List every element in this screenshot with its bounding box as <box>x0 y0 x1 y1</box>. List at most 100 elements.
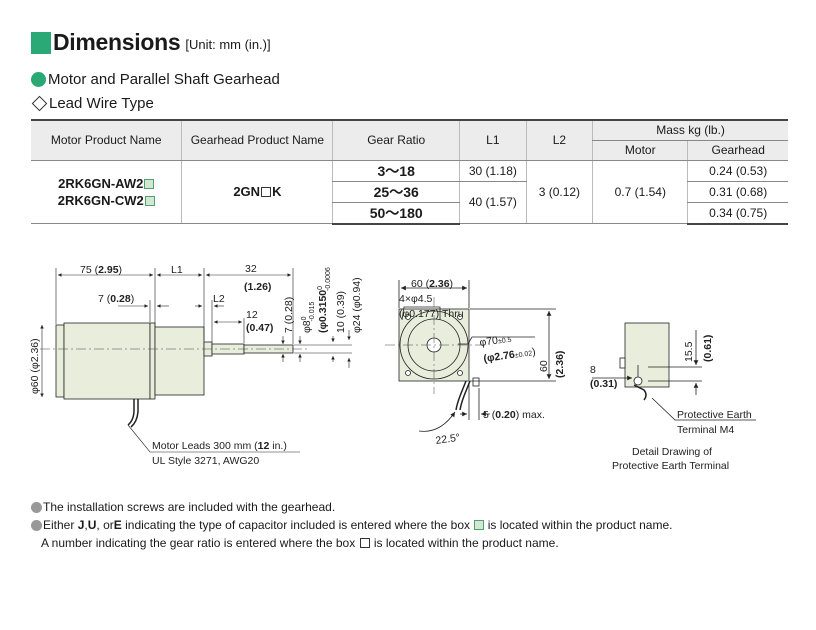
dim-60-top-close: ) <box>450 278 454 290</box>
gearhead-mass-cell: 0.31 (0.68) <box>687 181 788 203</box>
note-text: The installation screws are included wit… <box>43 500 336 514</box>
svg-text:(φ2.76±0.02): (φ2.76±0.02) <box>483 346 537 365</box>
capacitor-box-icon <box>474 520 485 530</box>
header-l1: L1 <box>459 119 527 161</box>
bullet-dot-icon <box>31 519 42 531</box>
note-item: A number indicating the gear ratio is en… <box>31 534 672 552</box>
section-heading-text: Motor and Parallel Shaft Gearhead <box>48 71 280 88</box>
dim-phi3150-tol0: 0 <box>317 286 324 290</box>
gear-ratio-cell: 25～36 <box>332 181 460 203</box>
motor-leads-b: 12 <box>258 440 270 452</box>
note-text-a: Either <box>43 518 75 532</box>
l1-cell: 40 (1.57) <box>459 181 527 224</box>
dim-phi276: (φ2.76 <box>483 349 516 365</box>
motor-product-cell: 2RK6GN-AW2 2RK6GN-CW2 <box>31 160 182 224</box>
dim-12: 12 <box>246 309 258 321</box>
detail-caption-2: Protective Earth Terminal <box>612 460 729 472</box>
note-code-e: E <box>113 518 122 532</box>
motor-name: 2RK6GN-AW2 <box>58 175 144 191</box>
dim-32: 32 <box>245 263 257 275</box>
motor-mass-cell: 0.7 (1.54) <box>592 160 688 224</box>
dim-7-vertical: 7 (0.28) <box>283 297 295 333</box>
dimension-drawing: 75 (2.95) L1 32 (1.26) 7 (0.28) L2 12 (0… <box>29 263 756 472</box>
dim-l2: L2 <box>213 293 225 305</box>
note-item: Either J, U, or E indicating the type of… <box>31 516 672 534</box>
l1-cell: 30 (1.18) <box>459 160 527 182</box>
note-text-a: A number indicating the gear ratio is en… <box>41 536 356 550</box>
note-text-c: is located within the product name. <box>487 518 673 532</box>
diamond-icon <box>31 95 48 112</box>
l2-cell: 3 (0.12) <box>525 160 593 224</box>
capacitor-box-icon <box>144 178 155 189</box>
dim-60-top: 60 ( <box>411 278 430 290</box>
spec-table: Motor Product Name Gearhead Product Name… <box>31 119 788 225</box>
dim-75: 75 ( <box>80 264 99 276</box>
bullet-dot-icon <box>31 501 42 513</box>
dim-75-in: 2.95 <box>98 264 119 276</box>
motor-name-row: 2RK6GN-AW2 <box>31 175 181 192</box>
dim-15-5: 15.5 <box>683 341 695 362</box>
gearhead-product-cell: 2GN K <box>181 160 333 224</box>
gearhead-name-prefix: 2GN <box>233 184 261 200</box>
dim-7-in: 0.28 <box>110 293 131 305</box>
dim-8: 8 <box>590 364 596 376</box>
page-title-row: Dimensions [Unit: mm (in.)] <box>31 28 271 54</box>
motor-leads-2: in.) <box>269 440 287 452</box>
gear-ratio-cell: 3～18 <box>332 160 460 182</box>
dim-phi60: φ60 (φ2.36) <box>29 338 41 394</box>
section-heading: Motor and Parallel Shaft Gearhead <box>31 71 280 88</box>
svg-text:φ70±0.5: φ70±0.5 <box>479 333 513 349</box>
header-mass: Mass kg (lb.) <box>592 119 788 141</box>
svg-text:7 (0.28): 7 (0.28) <box>98 293 134 305</box>
header-l2: L2 <box>525 119 593 161</box>
page-title: Dimensions <box>53 29 181 55</box>
dim-60-right-in: (2.36) <box>554 351 566 378</box>
dim-l1: L1 <box>171 264 183 276</box>
svg-text:Motor Leads 300 mm (12 in.): Motor Leads 300 mm (12 in.) <box>152 440 287 452</box>
motor-name: 2RK6GN-CW2 <box>57 192 144 208</box>
svg-text:75 (2.95): 75 (2.95) <box>80 264 122 276</box>
pe-label-2: Terminal M4 <box>677 424 734 436</box>
bullet-circle-icon <box>31 72 46 87</box>
dim-phi3150: (φ0.3150 <box>317 290 329 333</box>
title-marker-icon <box>31 32 51 54</box>
section-subheading-text: Lead Wire Type <box>49 95 154 112</box>
note-code-j: J <box>77 518 85 532</box>
svg-text:(φ0.31500-0.0006: (φ0.31500-0.0006 <box>317 267 332 333</box>
dim-phi70-tol: ±0.5 <box>498 337 513 346</box>
note-text-b: is located within the product name. <box>373 536 559 550</box>
dim-phi8: φ8 <box>301 320 313 333</box>
header-gear-ratio: Gear Ratio <box>332 119 460 161</box>
dim-phi3150-tol: -0.0006 <box>325 267 332 291</box>
motor-name-row: 2RK6GN-CW2 <box>31 192 181 209</box>
capacitor-box-icon <box>144 195 155 206</box>
pe-label-1: Protective Earth <box>677 409 752 421</box>
header-gearhead-product: Gearhead Product Name <box>181 119 333 161</box>
svg-text:φ80-0.015: φ80-0.015 <box>301 301 316 333</box>
dim-5-in: 0.20 <box>495 409 516 421</box>
dim-7: 7 ( <box>98 293 111 305</box>
header-mass-gearhead: Gearhead <box>687 140 788 161</box>
dim-15-5-in: (0.61) <box>702 335 714 362</box>
detail-caption-1: Detail Drawing of <box>632 446 712 458</box>
dim-7-close: ) <box>131 293 135 305</box>
dim-angle: 22.5° <box>435 432 461 447</box>
ratio-box-icon <box>261 187 272 198</box>
note-sep: , <box>84 518 88 532</box>
gear-ratio-cell: 50～180 <box>332 202 460 225</box>
dim-12-in: (0.47) <box>246 322 273 334</box>
notes: The installation screws are included wit… <box>31 498 672 552</box>
motor-leads-1: Motor Leads 300 mm ( <box>152 440 258 452</box>
note-text-b: indicating the type of capacitor include… <box>125 518 470 532</box>
gearhead-name-suffix: K <box>272 184 282 200</box>
dim-phi70: φ70 <box>479 334 499 348</box>
dim-75-close: ) <box>119 264 123 276</box>
dim-60-right: 60 <box>538 360 550 372</box>
svg-text:5 (0.20) max.: 5 (0.20) max. <box>483 409 545 421</box>
dim-phi8-tol: -0.015 <box>309 301 316 321</box>
holes-spec: 4×φ4.5 <box>399 293 433 305</box>
holes-spec-in: (φ0.177) Thru <box>399 308 464 320</box>
gearhead-mass-cell: 0.24 (0.53) <box>687 160 788 182</box>
dim-phi276-close: ) <box>531 346 536 358</box>
gearhead-mass-cell: 0.34 (0.75) <box>687 202 788 225</box>
